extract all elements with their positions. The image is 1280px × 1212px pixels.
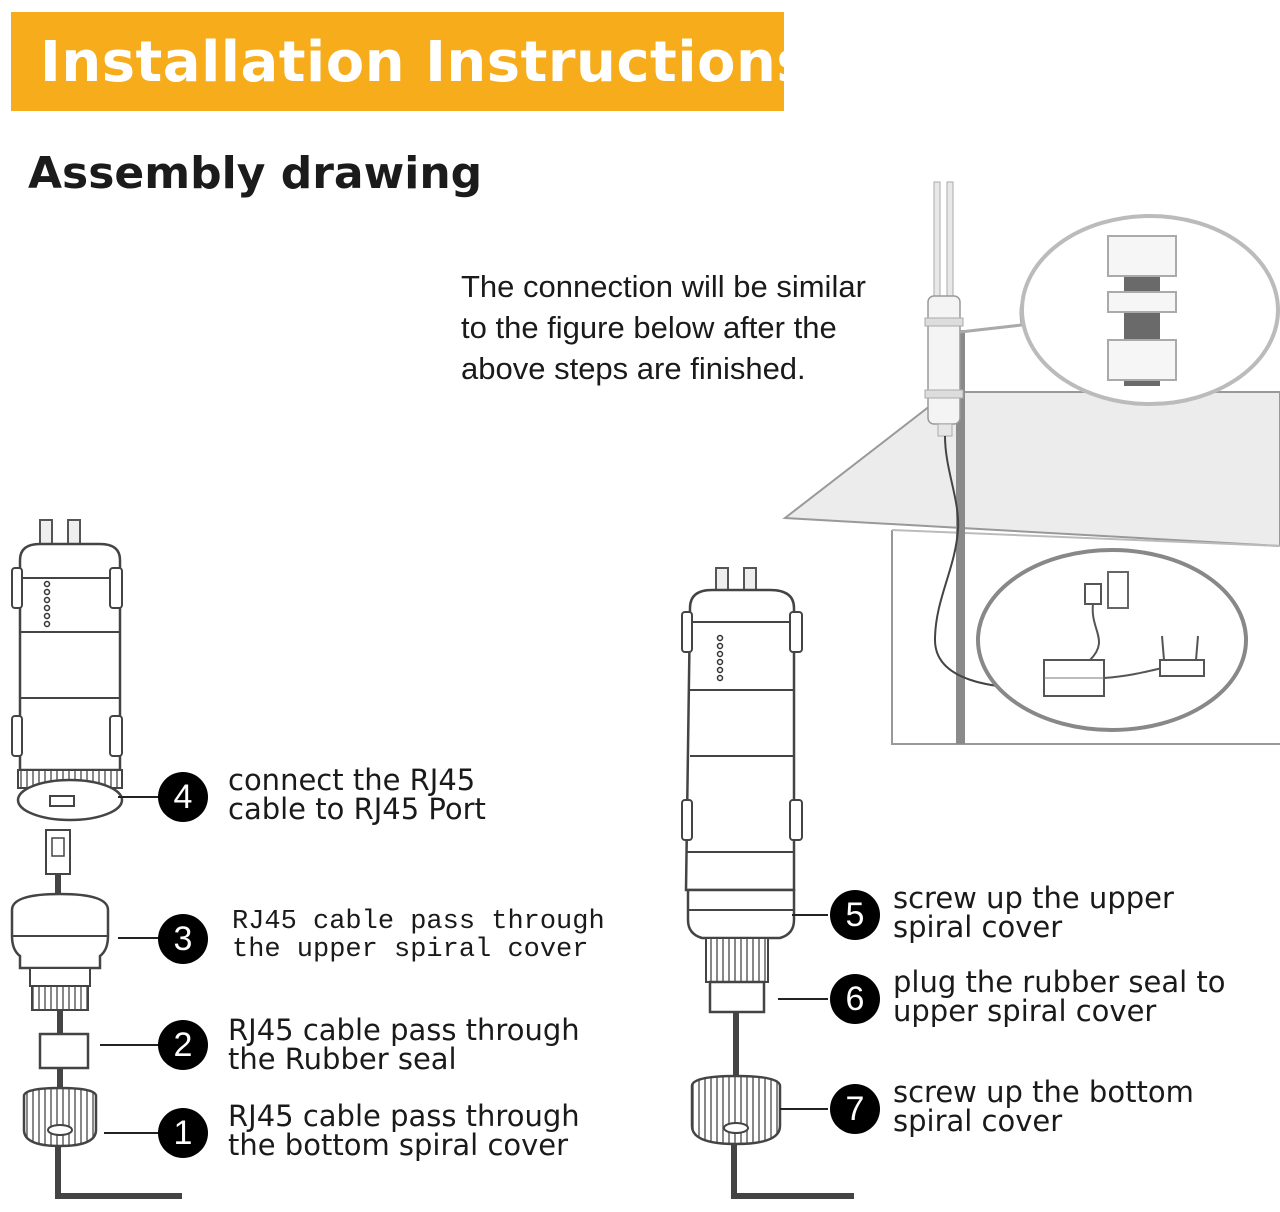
step-2-badge: 2 bbox=[158, 1020, 208, 1070]
house-roof bbox=[782, 391, 1280, 548]
step-2-text: RJ45 cable pass through the Rubber seal bbox=[228, 1016, 580, 1074]
step-line: screw up the bottom bbox=[893, 1075, 1194, 1109]
connection-note: The connection will be similar to the fi… bbox=[461, 266, 866, 389]
mounting-pole bbox=[956, 330, 965, 744]
step-line: the Rubber seal bbox=[228, 1042, 457, 1076]
assembled-unit bbox=[681, 567, 854, 1199]
section-subtitle: Assembly drawing bbox=[28, 148, 483, 199]
note-line: above steps are finished. bbox=[461, 351, 806, 386]
rj45-port bbox=[49, 795, 75, 807]
step-1-text: RJ45 cable pass through the bottom spira… bbox=[228, 1102, 580, 1160]
step-7-badge: 7 bbox=[830, 1084, 880, 1134]
step-3-badge: 3 bbox=[158, 914, 208, 964]
page-title: Installation Instructions bbox=[40, 30, 811, 95]
step-line: RJ45 cable pass through bbox=[232, 907, 605, 937]
step-line: spiral cover bbox=[893, 910, 1063, 944]
router bbox=[1159, 659, 1205, 677]
step-line: RJ45 cable pass through bbox=[228, 1013, 580, 1047]
step-line: RJ45 cable pass through bbox=[228, 1099, 580, 1133]
upper-spiral-cover bbox=[10, 892, 110, 970]
house-scene bbox=[782, 181, 1280, 745]
note-line: The connection will be similar bbox=[461, 269, 866, 304]
step-line: screw up the upper bbox=[893, 881, 1174, 915]
step-line: plug the rubber seal to bbox=[893, 965, 1226, 999]
step-line: the upper spiral cover bbox=[232, 935, 589, 965]
house-wall bbox=[891, 530, 1280, 745]
step-line: the bottom spiral cover bbox=[228, 1128, 569, 1162]
note-line: to the figure below after the bbox=[461, 310, 837, 345]
step-3-text: RJ45 cable pass through the upper spiral… bbox=[232, 908, 605, 964]
wall-outlet bbox=[1107, 571, 1129, 609]
step-line: spiral cover bbox=[893, 1104, 1063, 1138]
assembled-body bbox=[684, 588, 796, 892]
exploded-assembly bbox=[10, 519, 182, 1199]
step-4-text: connect the RJ45 cable to RJ45 Port bbox=[228, 766, 486, 824]
step-6-text: plug the rubber seal to upper spiral cov… bbox=[893, 968, 1226, 1026]
antenna-left bbox=[933, 181, 941, 303]
step-line: connect the RJ45 bbox=[228, 763, 476, 797]
step-line: upper spiral cover bbox=[893, 994, 1157, 1028]
step-4-badge: 4 bbox=[158, 772, 208, 822]
power-adapter bbox=[1084, 583, 1102, 605]
step-6-badge: 6 bbox=[830, 974, 880, 1024]
step-1-badge: 1 bbox=[158, 1108, 208, 1158]
step-line: cable to RJ45 Port bbox=[228, 792, 486, 826]
bottom-spiral-cover bbox=[22, 1086, 98, 1148]
rj45-plug bbox=[45, 829, 71, 875]
step-5-text: screw up the upper spiral cover bbox=[893, 884, 1174, 942]
antenna-right bbox=[946, 181, 954, 303]
header-banner: Installation Instructions bbox=[11, 12, 810, 111]
access-point-device bbox=[927, 295, 961, 425]
step-7-text: screw up the bottom spiral cover bbox=[893, 1078, 1194, 1136]
step-5-badge: 5 bbox=[830, 890, 880, 940]
rubber-seal bbox=[38, 1032, 90, 1070]
ethernet-cable bbox=[55, 1146, 182, 1199]
